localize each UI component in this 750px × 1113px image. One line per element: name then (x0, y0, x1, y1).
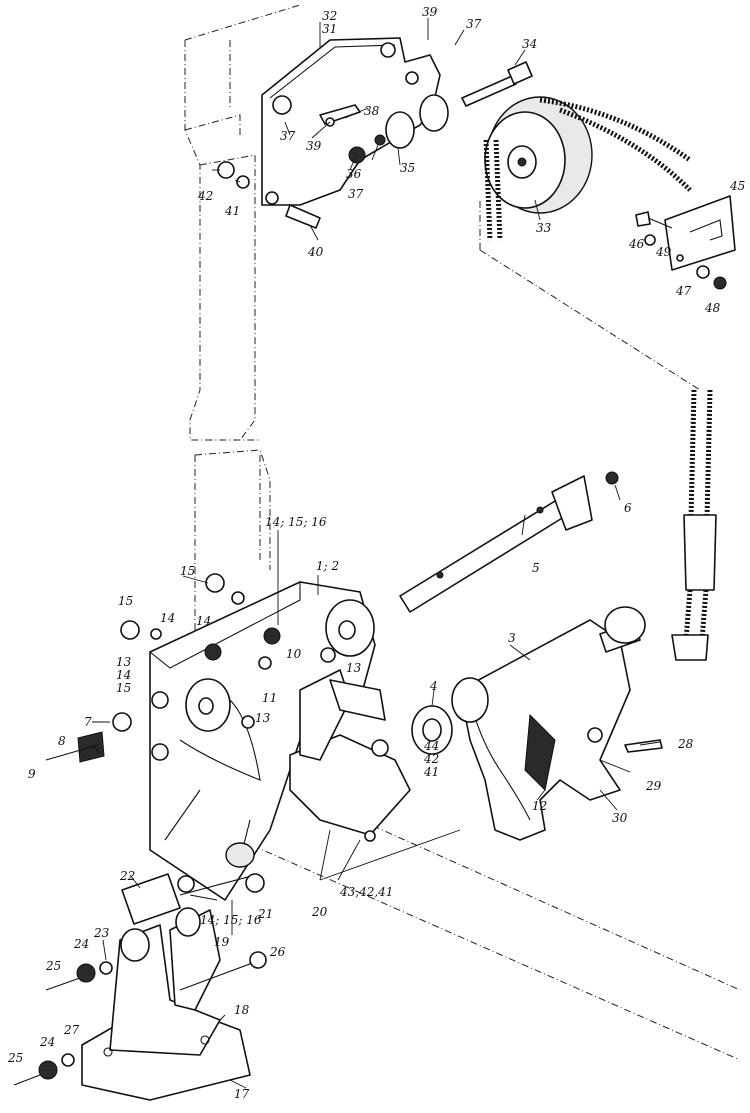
label-20: 20 (311, 905, 328, 919)
pedal-lever-3 (451, 606, 663, 841)
label-8: 8 (58, 734, 66, 748)
label-42: 42 (197, 189, 213, 203)
label-13b: 13 (255, 711, 271, 725)
label-15-stack: 15 (116, 681, 131, 695)
label-32: 32 (322, 9, 337, 23)
callout-labels: 32 31 39 37 34 38 39 37 36 35 37 42 41 4… (7, 5, 745, 1101)
label-27: 27 (63, 1023, 80, 1037)
label-25b: 25 (7, 1051, 23, 1065)
label-29: 29 (645, 779, 662, 793)
label-48: 48 (704, 301, 721, 315)
hinge-bracket-20 (289, 669, 411, 842)
control-cables (671, 389, 717, 661)
label-44-42: 42 (423, 752, 439, 766)
label-44: 44 (423, 739, 439, 753)
label-13-stack: 13 (116, 655, 132, 669)
label-12: 12 (532, 799, 547, 813)
label-15a: 15 (180, 564, 195, 578)
label-14-15-16-top: 14; 15; 16 (265, 515, 327, 529)
large-pulley-33 (483, 96, 692, 241)
label-23: 23 (93, 926, 110, 940)
label-13a: 13 (346, 661, 362, 675)
label-49: 49 (655, 245, 672, 259)
label-6: 6 (624, 501, 632, 515)
label-1-2: 1; 2 (316, 559, 339, 573)
label-43-42-41: 43,42,41 (339, 885, 393, 899)
label-9: 9 (28, 767, 36, 781)
label-14b: 14 (160, 611, 175, 625)
label-30: 30 (612, 811, 628, 825)
label-14-15-16-low: 14; 15; 16 (200, 913, 262, 927)
spacer-22-bolt-21 (121, 873, 265, 925)
label-18: 18 (234, 1003, 250, 1017)
label-44-41: 41 (423, 765, 439, 779)
label-10: 10 (286, 647, 302, 661)
label-37: 37 (466, 17, 482, 31)
label-4: 4 (429, 679, 438, 693)
bolt-46-washer-49-nut-47-48 (635, 211, 727, 290)
label-38: 38 (364, 104, 380, 118)
label-14-stack: 14 (116, 668, 131, 682)
label-47: 47 (675, 284, 692, 298)
label-46: 46 (628, 237, 645, 251)
plate-45 (664, 195, 736, 271)
label-17: 17 (234, 1087, 250, 1101)
nut-42-washer-41 (217, 161, 250, 189)
label-11: 11 (262, 691, 277, 705)
label-5: 5 (532, 561, 540, 575)
leader-lines (91, 18, 661, 1089)
washer-7-nut-8-pin-9 (45, 712, 132, 763)
shaft-5 (399, 471, 619, 613)
label-22: 22 (119, 869, 135, 883)
label-37b: 37 (280, 129, 296, 143)
label-36: 36 (346, 167, 362, 181)
label-39: 39 (422, 5, 438, 19)
label-45: 45 (729, 179, 745, 193)
label-40: 40 (307, 245, 324, 259)
lower-bracket (81, 907, 267, 1101)
label-14a: 14 (196, 614, 211, 628)
label-37c: 37 (348, 187, 364, 201)
label-28: 28 (677, 737, 694, 751)
label-39b: 39 (306, 139, 322, 153)
studs-and-nuts-13-14-15-16 (120, 573, 336, 761)
main-bracket (149, 581, 376, 901)
vehicle-frame-outline (184, 4, 741, 1061)
label-41: 41 (224, 204, 240, 218)
label-34: 34 (522, 37, 537, 51)
label-24a: 24 (73, 937, 89, 951)
label-31: 31 (322, 22, 337, 36)
label-21: 21 (257, 907, 273, 921)
label-25a: 25 (45, 959, 61, 973)
label-3: 3 (508, 631, 516, 645)
label-19: 19 (214, 935, 230, 949)
bolt-34 (461, 61, 533, 107)
upper-bracket (261, 37, 441, 206)
label-15b: 15 (118, 594, 133, 608)
bolt-40 (285, 204, 321, 229)
label-24b: 24 (39, 1035, 55, 1049)
label-26: 26 (269, 945, 286, 959)
label-7: 7 (84, 715, 92, 729)
nuts-24-washers-23-27-pins-25 (13, 961, 113, 1086)
label-33: 33 (536, 221, 552, 235)
label-35: 35 (400, 161, 415, 175)
